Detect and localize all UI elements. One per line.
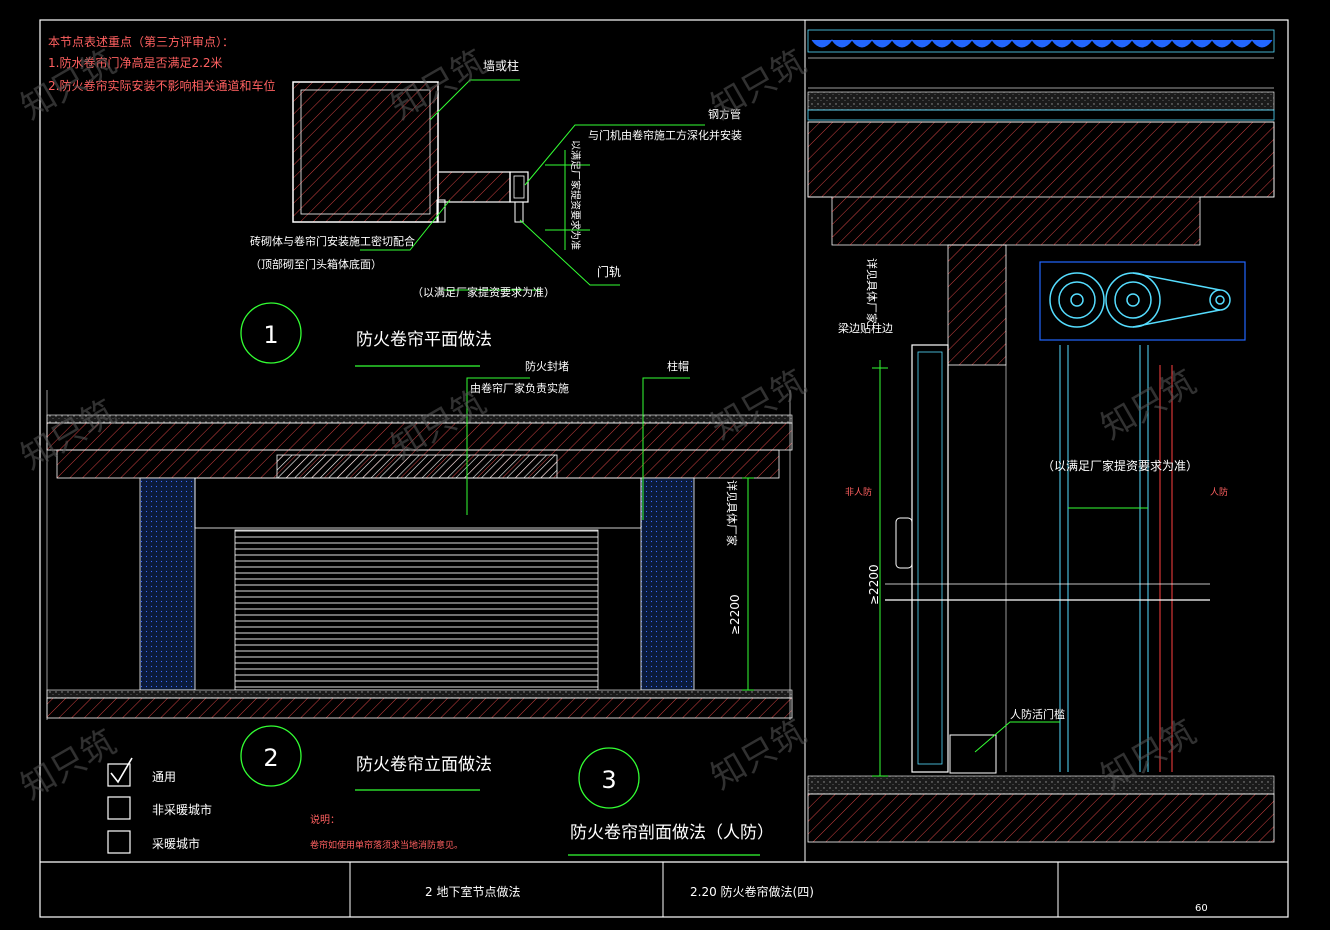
legend: 通用 非采暖城市 采暖城市 说明： 卷帘如使用单帘落须求当地消防意见。: [107, 757, 463, 854]
checkmark-icon: [110, 757, 133, 784]
titleblock-chapter: 2 地下室节点做法: [425, 884, 520, 899]
elevation-label-seal: 防火封堵: [525, 359, 569, 373]
svg-text:知只筑: 知只筑: [1095, 362, 1203, 448]
legend-label-heating: 采暖城市: [152, 836, 200, 851]
section-detail-marker: [578, 747, 640, 809]
titleblock-sheet: 2.20 防火卷帘做法(四): [690, 884, 814, 899]
plan-detail-marker: [240, 302, 302, 364]
legend-label-non-heating: 非采暖城市: [152, 802, 212, 817]
elevation-label-side: 详见具体厂家: [725, 480, 739, 546]
plan-label-masonry: 砖砌体与卷帘门安装施工密切配合: [250, 234, 415, 248]
section-label-protect: 人防: [1210, 486, 1228, 498]
plan-label-wall: 墙或柱: [483, 58, 519, 73]
section-label-beam: 梁边贴柱边: [838, 321, 893, 335]
drawing-frame: [39, 19, 1289, 918]
elevation-detail: 防火封堵 由卷帘厂家负责实施 柱帽 ≥2200 详见具体厂家 2 防火卷帘立面做…: [46, 359, 793, 791]
plan-title: 防火卷帘平面做法: [356, 330, 492, 350]
svg-text:知只筑: 知只筑: [15, 42, 123, 128]
elevation-title: 防火卷帘立面做法: [356, 755, 492, 775]
elevation-dim-height: ≥2200: [728, 594, 742, 635]
title-block: 2 地下室节点做法 2.20 防火卷帘做法(四) 60: [425, 884, 1208, 914]
review-notes: 本节点表述重点（第三方评审点）： 1.防水卷帘门净高是否满足2.2米 2.防火卷…: [48, 34, 275, 93]
section-title: 防火卷帘剖面做法（人防）: [570, 823, 774, 843]
notes-title: 本节点表述重点（第三方评审点）：: [48, 34, 234, 49]
elevation-number: 2: [263, 744, 278, 772]
notes-item-2: 2.防火卷帘实际安装不影响相关通道和车位: [48, 78, 275, 93]
section-label-mfr: （以满足厂家提资要求为准）: [1042, 458, 1198, 473]
plan-label-vertical: 以满足厂家提资要求为准: [569, 140, 582, 250]
plan-number: 1: [263, 321, 278, 349]
section-detail: 详见具体厂家 梁边贴柱边 （以满足厂家提资要求为准） 非人防 人防 ≥2200 …: [568, 29, 1275, 856]
explain-text: 卷帘如使用单帘落须求当地消防意见。: [310, 839, 463, 851]
plan-label-rail: 门轨: [597, 264, 621, 279]
legend-checkbox-heating: [107, 830, 131, 854]
elevation-label-cap: 柱帽: [667, 359, 689, 373]
section-label-sill: 人防活门槛: [1010, 707, 1065, 721]
legend-label-general: 通用: [152, 770, 176, 784]
section-label-nonprotect: 非人防: [845, 486, 872, 498]
plan-label-mfr: （以满足厂家提资要求为准）: [412, 285, 555, 299]
explain-title: 说明：: [310, 813, 340, 826]
motor-pulley-icon: [1049, 272, 1231, 328]
legend-checkbox-non-heating: [107, 796, 131, 820]
section-dim-height: ≥2200: [867, 564, 881, 605]
section-label-vendor: 详见具体厂家: [865, 258, 879, 324]
elevation-label-seal-note: 由卷帘厂家负责实施: [470, 381, 569, 395]
legend-checkbox-general: [107, 763, 131, 787]
notes-item-1: 1.防水卷帘门净高是否满足2.2米: [48, 55, 223, 70]
svg-text:知只筑: 知只筑: [705, 712, 813, 798]
section-number: 3: [601, 766, 616, 794]
plan-label-steel-note: 与门机由卷帘施工方深化并安装: [588, 128, 742, 142]
titleblock-page: 60: [1195, 903, 1208, 914]
svg-text:知只筑: 知只筑: [15, 722, 123, 808]
plan-label-masonry-note: （顶部砌至门头箱体底面）: [250, 257, 382, 271]
elevation-detail-marker: [240, 725, 302, 787]
plan-label-steel: 钢方管: [708, 107, 741, 121]
svg-text:知只筑: 知只筑: [705, 42, 813, 128]
plan-detail: 墙或柱 钢方管 与门机由卷帘施工方深化并安装 以满足厂家提资要求为准 砖砌体与卷…: [240, 58, 742, 367]
